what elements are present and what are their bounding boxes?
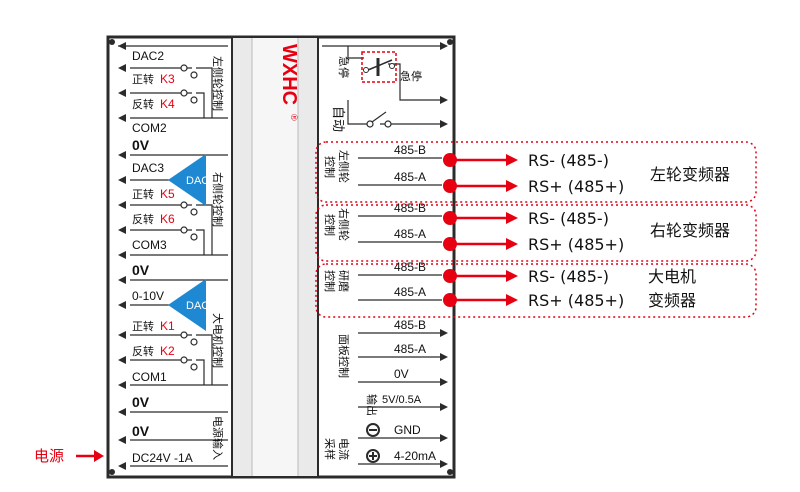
- power-label: 电源: [34, 447, 64, 465]
- label-0-10v: 0-10V: [132, 289, 164, 303]
- label-k1: K1: [160, 319, 175, 333]
- label-k4: K4: [160, 97, 175, 111]
- dac-triangle: DAC: [168, 279, 209, 331]
- rs-plus-label: RS+ (485+): [528, 235, 624, 254]
- label-dac3: DAC3: [132, 161, 164, 175]
- group-left-inverter: [315, 141, 757, 203]
- label-0v: 0V: [132, 423, 150, 439]
- label-com2: COM2: [132, 121, 167, 135]
- rs-plus-label: RS+ (485+): [528, 291, 624, 310]
- label-com3: COM3: [132, 238, 167, 252]
- terminal-5v: 5V/0.5A: [382, 394, 422, 406]
- terminal-485a: 485-A: [394, 227, 426, 241]
- inverter-label: 变频器: [648, 291, 696, 310]
- current-sample-label: 采样: [323, 438, 337, 460]
- terminal-485a: 485-A: [394, 285, 426, 299]
- current-sample-label: 电流: [337, 438, 351, 460]
- terminal-4-20ma: 4-20mA: [394, 449, 436, 463]
- group-big-motor: [315, 263, 757, 318]
- estop-label: 急停: [400, 69, 422, 83]
- label-k5: K5: [160, 187, 175, 201]
- svg-text:WXHC: WXHC: [278, 44, 300, 105]
- label-rev: 反转: [132, 97, 154, 111]
- terminal-485b: 485-B: [394, 201, 426, 215]
- terminal-485a: 485-A: [394, 342, 426, 356]
- terminal-485b: 485-B: [394, 318, 426, 332]
- label-0v: 0V: [132, 394, 150, 410]
- left-wheel-ctrl-label: 左侧轮: [337, 150, 351, 183]
- left-wheel-ctrl-label: 控制: [323, 156, 337, 178]
- rs-minus-label: RS- (485-): [528, 209, 609, 228]
- auto-switch: [366, 111, 392, 128]
- center-logo-strip: [252, 38, 298, 476]
- label-0v: 0V: [132, 137, 150, 153]
- title-right-wheel: 右侧轮控制: [211, 172, 225, 227]
- plus-icon: [366, 449, 380, 463]
- left-inverter-label: 左轮变频器: [650, 165, 730, 184]
- auto-label: 自动: [330, 106, 345, 132]
- svg-text:DAC: DAC: [186, 175, 209, 187]
- dac-triangle: DAC: [168, 154, 209, 206]
- rs-minus-label: RS- (485-): [528, 151, 609, 170]
- terminal-0v: 0V: [394, 367, 409, 381]
- estop-vertical-label: 急停: [337, 56, 351, 78]
- label-fwd: 正转: [132, 72, 154, 86]
- panel-ctrl-label: 面板控制: [337, 334, 351, 378]
- label-com1: COM1: [132, 370, 167, 384]
- grind-ctrl-label: 控制: [323, 270, 337, 292]
- label-rev: 反转: [132, 212, 154, 226]
- label-dac2: DAC2: [132, 49, 164, 63]
- right-wheel-ctrl-label: 控制: [323, 214, 337, 236]
- right-inverter-label: 右轮变频器: [650, 221, 730, 240]
- title-power: 电源输入: [211, 416, 225, 460]
- minus-icon: [366, 423, 380, 437]
- svg-text:DAC: DAC: [186, 300, 209, 312]
- group-right-inverter: [315, 204, 757, 262]
- big-motor-label: 大电机: [648, 267, 696, 286]
- right-wheel-ctrl-label: 右侧轮: [337, 208, 351, 241]
- terminal-485b: 485-B: [394, 260, 426, 274]
- rs-minus-label: RS- (485-): [528, 267, 609, 286]
- label-fwd: 正转: [132, 187, 154, 201]
- brand-logo: WXHC ®: [278, 44, 300, 121]
- label-0v: 0V: [132, 262, 150, 278]
- label-dc24v: DC24V -1A: [132, 451, 193, 465]
- rs-plus-label: RS+ (485+): [528, 177, 624, 196]
- label-k3: K3: [160, 72, 175, 86]
- label-fwd: 正转: [132, 319, 154, 333]
- terminal-gnd: GND: [394, 423, 421, 437]
- title-left-wheel: 左侧轮控制: [211, 56, 225, 111]
- output-label: 输出: [365, 394, 379, 416]
- title-motor: 大电机控制: [211, 313, 225, 368]
- grind-ctrl-label: 研磨: [337, 270, 350, 292]
- terminal-485a: 485-A: [394, 170, 426, 184]
- terminal-485b: 485-B: [394, 143, 426, 157]
- label-k2: K2: [160, 344, 175, 358]
- svg-text:®: ®: [289, 114, 299, 121]
- estop-switch: [361, 51, 397, 83]
- label-k6: K6: [160, 212, 175, 226]
- label-rev: 反转: [132, 344, 154, 358]
